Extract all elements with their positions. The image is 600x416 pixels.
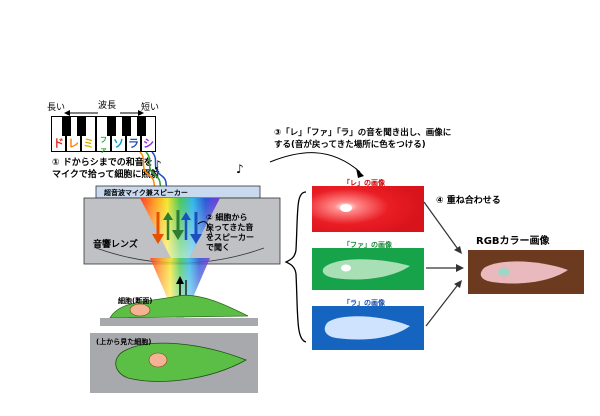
rgb-image [468,250,584,294]
ra-image [312,306,424,350]
wavelength-arrow [64,110,144,116]
music-note-1: ♪ [154,158,162,172]
piano-black-key [61,116,71,136]
step2-text-line1: ② 細胞から [206,213,248,222]
step3-text-line1: ③「レ」「ファ」「ラ」の音を聞き出し、画像に [274,128,452,138]
flow-arrows [269,152,464,343]
ra-image-label: 「ラ」の画像 [343,299,385,307]
fa-image [312,248,424,290]
piano-black-key [106,116,116,136]
music-note-2: ♪ [236,162,244,176]
step2-text-line3: をスピーカー [206,233,254,242]
wavelength-short-label: 短い [141,103,160,113]
cell-diagram [83,151,281,393]
wavelength-long-label: 長い [47,103,66,113]
speaker-label: 超音波マイク兼スピーカー [104,189,188,197]
fa-image-label: 「ファ」の画像 [343,241,392,249]
wavelength-label: 波長 [98,101,117,111]
piano-black-key [121,116,131,136]
step1-text-line1: ① ドからシまでの和音を [52,158,153,168]
cell-top-shape [115,342,247,382]
cell-top-label: (上から見た細胞) [96,338,152,346]
piano-keyboard: ドレミファソラシ [51,116,156,154]
step2-text-line4: で聞く [206,243,230,252]
step4-text: ④ 重ね合わせる [436,196,501,206]
substrate-bar [100,318,258,326]
piano-black-key [136,116,146,136]
step1-text-line2: マイクで拾って細胞に照射 [52,170,160,180]
step2-text-line2: 戻ってきた音 [206,223,254,232]
nucleus-section [129,303,151,317]
re-image-label: 「レ」の画像 [343,179,385,187]
piano-black-key [76,116,86,136]
cell-section-label: 細胞(断面) [118,297,153,305]
lens-label: 音響レンズ [93,240,138,250]
step3-text-line2: する(音が戻ってきた場所に色をつける) [274,140,426,150]
nucleus-top [148,352,168,368]
rgb-image-label: RGBカラー画像 [476,236,550,247]
re-image [312,186,424,232]
